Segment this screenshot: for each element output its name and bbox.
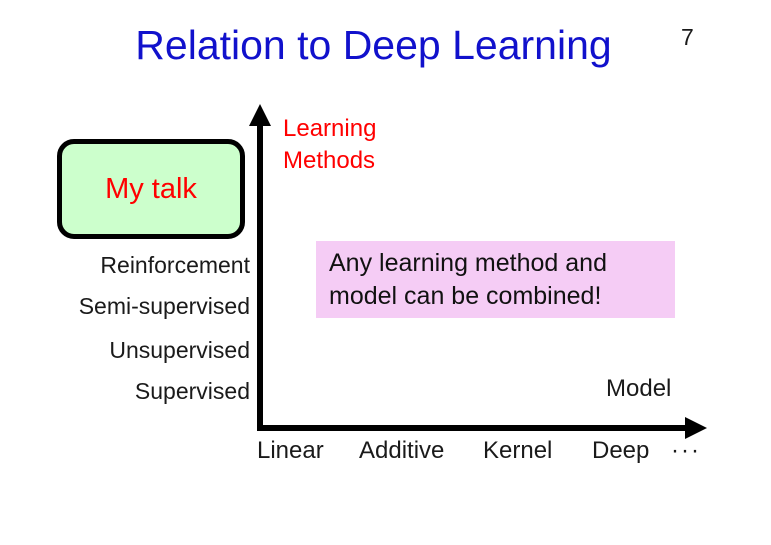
x-axis-title: Model xyxy=(606,375,672,402)
y-axis-title: Learning Methods xyxy=(283,115,377,174)
page-number: 7 xyxy=(681,24,694,50)
y-tick-reinforcement: Reinforcement xyxy=(100,252,250,278)
y-axis-arrow-icon xyxy=(249,104,271,126)
x-tick-deep: Deep xyxy=(592,437,650,464)
note-callout-box: Any learning method and model can be com… xyxy=(316,241,675,318)
x-tick-additive: Additive xyxy=(359,437,445,464)
my-talk-callout-box: My talk xyxy=(57,139,245,239)
x-tick-kernel: Kernel xyxy=(483,437,553,464)
y-tick-supervised: Supervised xyxy=(134,378,250,404)
x-axis-line xyxy=(257,425,689,431)
x-tick-linear: Linear xyxy=(257,437,324,464)
y-axis-tick-labels: Reinforcement Semi-supervised Unsupervis… xyxy=(0,0,250,545)
page-title: Relation to Deep Learning xyxy=(135,22,612,68)
note-text: Any learning method and model can be com… xyxy=(329,248,607,310)
x-axis-arrow-icon xyxy=(685,417,707,439)
y-tick-semi-supervised: Semi-supervised xyxy=(78,293,250,319)
x-tick-ellipsis: ··· xyxy=(671,437,701,464)
my-talk-label: My talk xyxy=(105,172,197,205)
x-axis-tick-labels: Linear Additive Kernel Deep ··· xyxy=(0,437,771,477)
y-tick-unsupervised: Unsupervised xyxy=(109,337,250,363)
y-axis-line xyxy=(257,122,263,431)
